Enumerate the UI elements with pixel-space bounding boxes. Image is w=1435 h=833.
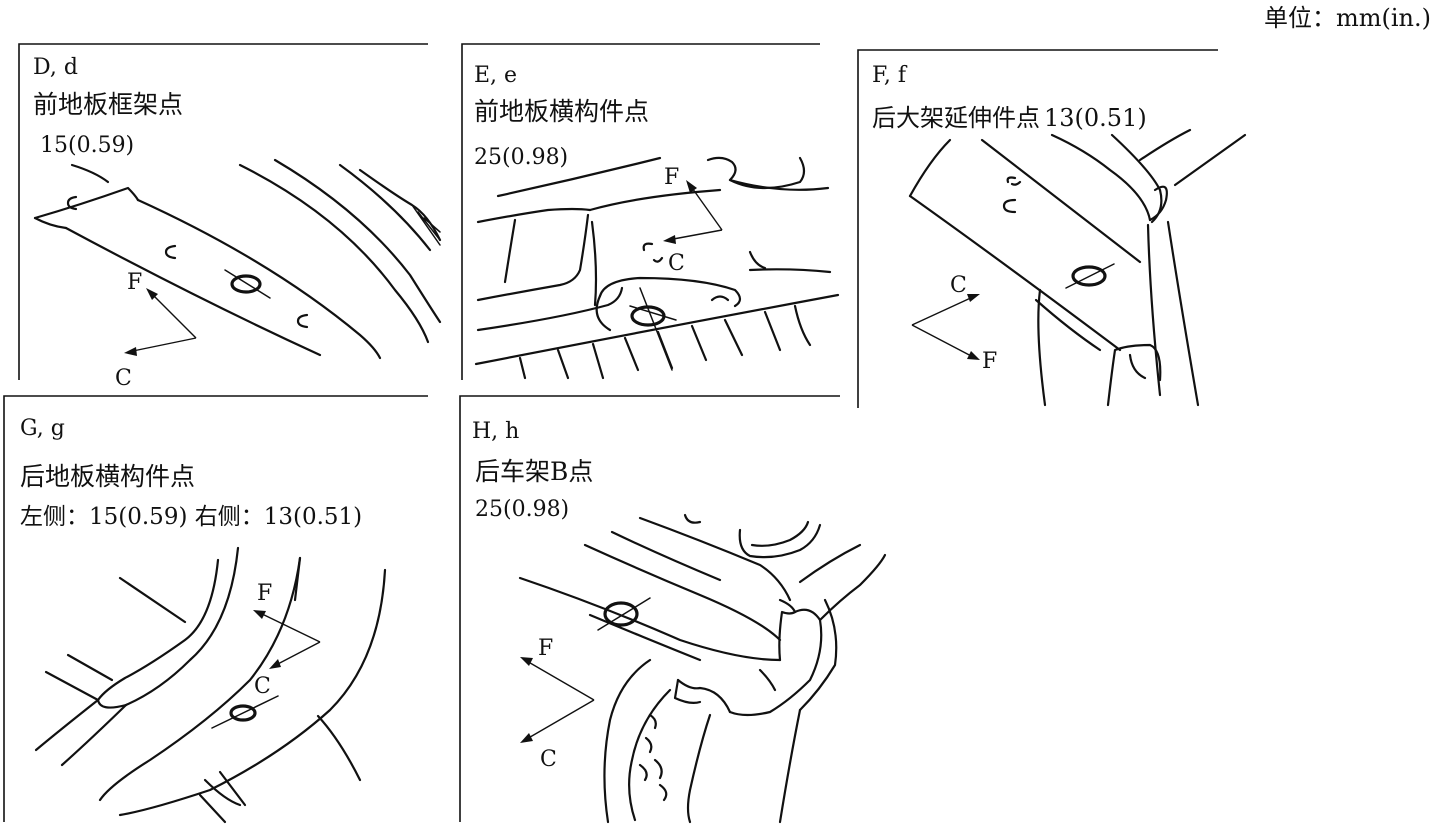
panel-e-id: E, e bbox=[474, 63, 517, 88]
panel-h-rear-frame-b-point: H, h 后车架B点 25(0.98) F C bbox=[459, 395, 887, 824]
panel-g-measuring-hole bbox=[229, 704, 257, 722]
panel-g-rear-floor-crossmember-point: G, g 后地板横构件点 左侧：15(0.59) 右侧：13(0.51) F C bbox=[3, 395, 428, 824]
panel-d-size: 15(0.59) bbox=[40, 133, 134, 158]
panel-h-frame bbox=[459, 395, 840, 822]
panel-g-direction-arrows: F C bbox=[253, 581, 321, 699]
panel-e-center-label: C bbox=[668, 251, 685, 276]
panel-g-id: G, g bbox=[20, 416, 65, 441]
panel-h-drawing bbox=[518, 513, 887, 824]
panel-h-front-label: F bbox=[538, 636, 553, 661]
panel-f-center-label: C bbox=[950, 273, 967, 298]
unit-label: 单位：mm(in.) bbox=[1263, 4, 1431, 32]
panel-d-frame bbox=[18, 43, 428, 380]
panel-f-id: F, f bbox=[872, 63, 908, 88]
panel-d-id: D, d bbox=[33, 55, 78, 80]
panel-f-measuring-hole bbox=[1071, 265, 1107, 287]
panel-g-frame bbox=[3, 395, 428, 822]
panel-d-drawing bbox=[33, 158, 442, 360]
panel-d-front-label: F bbox=[127, 270, 142, 295]
panel-h-size: 25(0.98) bbox=[475, 497, 569, 522]
panel-d-direction-arrows: F C bbox=[115, 270, 197, 391]
panel-e-front-label: F bbox=[664, 165, 679, 190]
panel-h-name: 后车架B点 bbox=[475, 457, 593, 486]
panel-d-name: 前地板框架点 bbox=[33, 90, 183, 119]
panel-h-measuring-hole bbox=[603, 601, 639, 627]
panel-h-center-label: C bbox=[540, 747, 557, 772]
panel-g-center-label: C bbox=[254, 674, 271, 699]
panel-d-measuring-hole bbox=[230, 274, 262, 294]
panel-d-center-label: C bbox=[115, 366, 132, 391]
panel-e-drawing bbox=[474, 156, 840, 380]
panel-g-name: 后地板横构件点 bbox=[20, 462, 195, 491]
panel-h-direction-arrows: F C bbox=[520, 636, 595, 772]
panel-e-name: 前地板横构件点 bbox=[474, 97, 649, 126]
panel-g-size: 左侧：15(0.59) 右侧：13(0.51) bbox=[20, 504, 362, 530]
panel-e-size: 25(0.98) bbox=[474, 145, 568, 170]
panel-g-drawing bbox=[34, 546, 387, 824]
panel-h-id: H, h bbox=[472, 419, 519, 444]
panel-e-frame bbox=[461, 43, 820, 380]
panel-e-direction-arrows: F C bbox=[663, 165, 723, 276]
panel-d-front-floor-frame-point: D, d 前地板框架点 15(0.59) F C bbox=[18, 43, 442, 391]
panel-f-front-label: F bbox=[982, 349, 997, 374]
panel-g-front-label: F bbox=[257, 581, 272, 606]
panel-f-frame bbox=[857, 49, 1218, 408]
panel-e-measuring-hole bbox=[630, 305, 666, 327]
panel-e-front-floor-crossmember-point: E, e 前地板横构件点 25(0.98) F C bbox=[461, 43, 840, 380]
panel-f-drawing bbox=[908, 128, 1247, 407]
panel-f-direction-arrows: C F bbox=[911, 273, 997, 374]
